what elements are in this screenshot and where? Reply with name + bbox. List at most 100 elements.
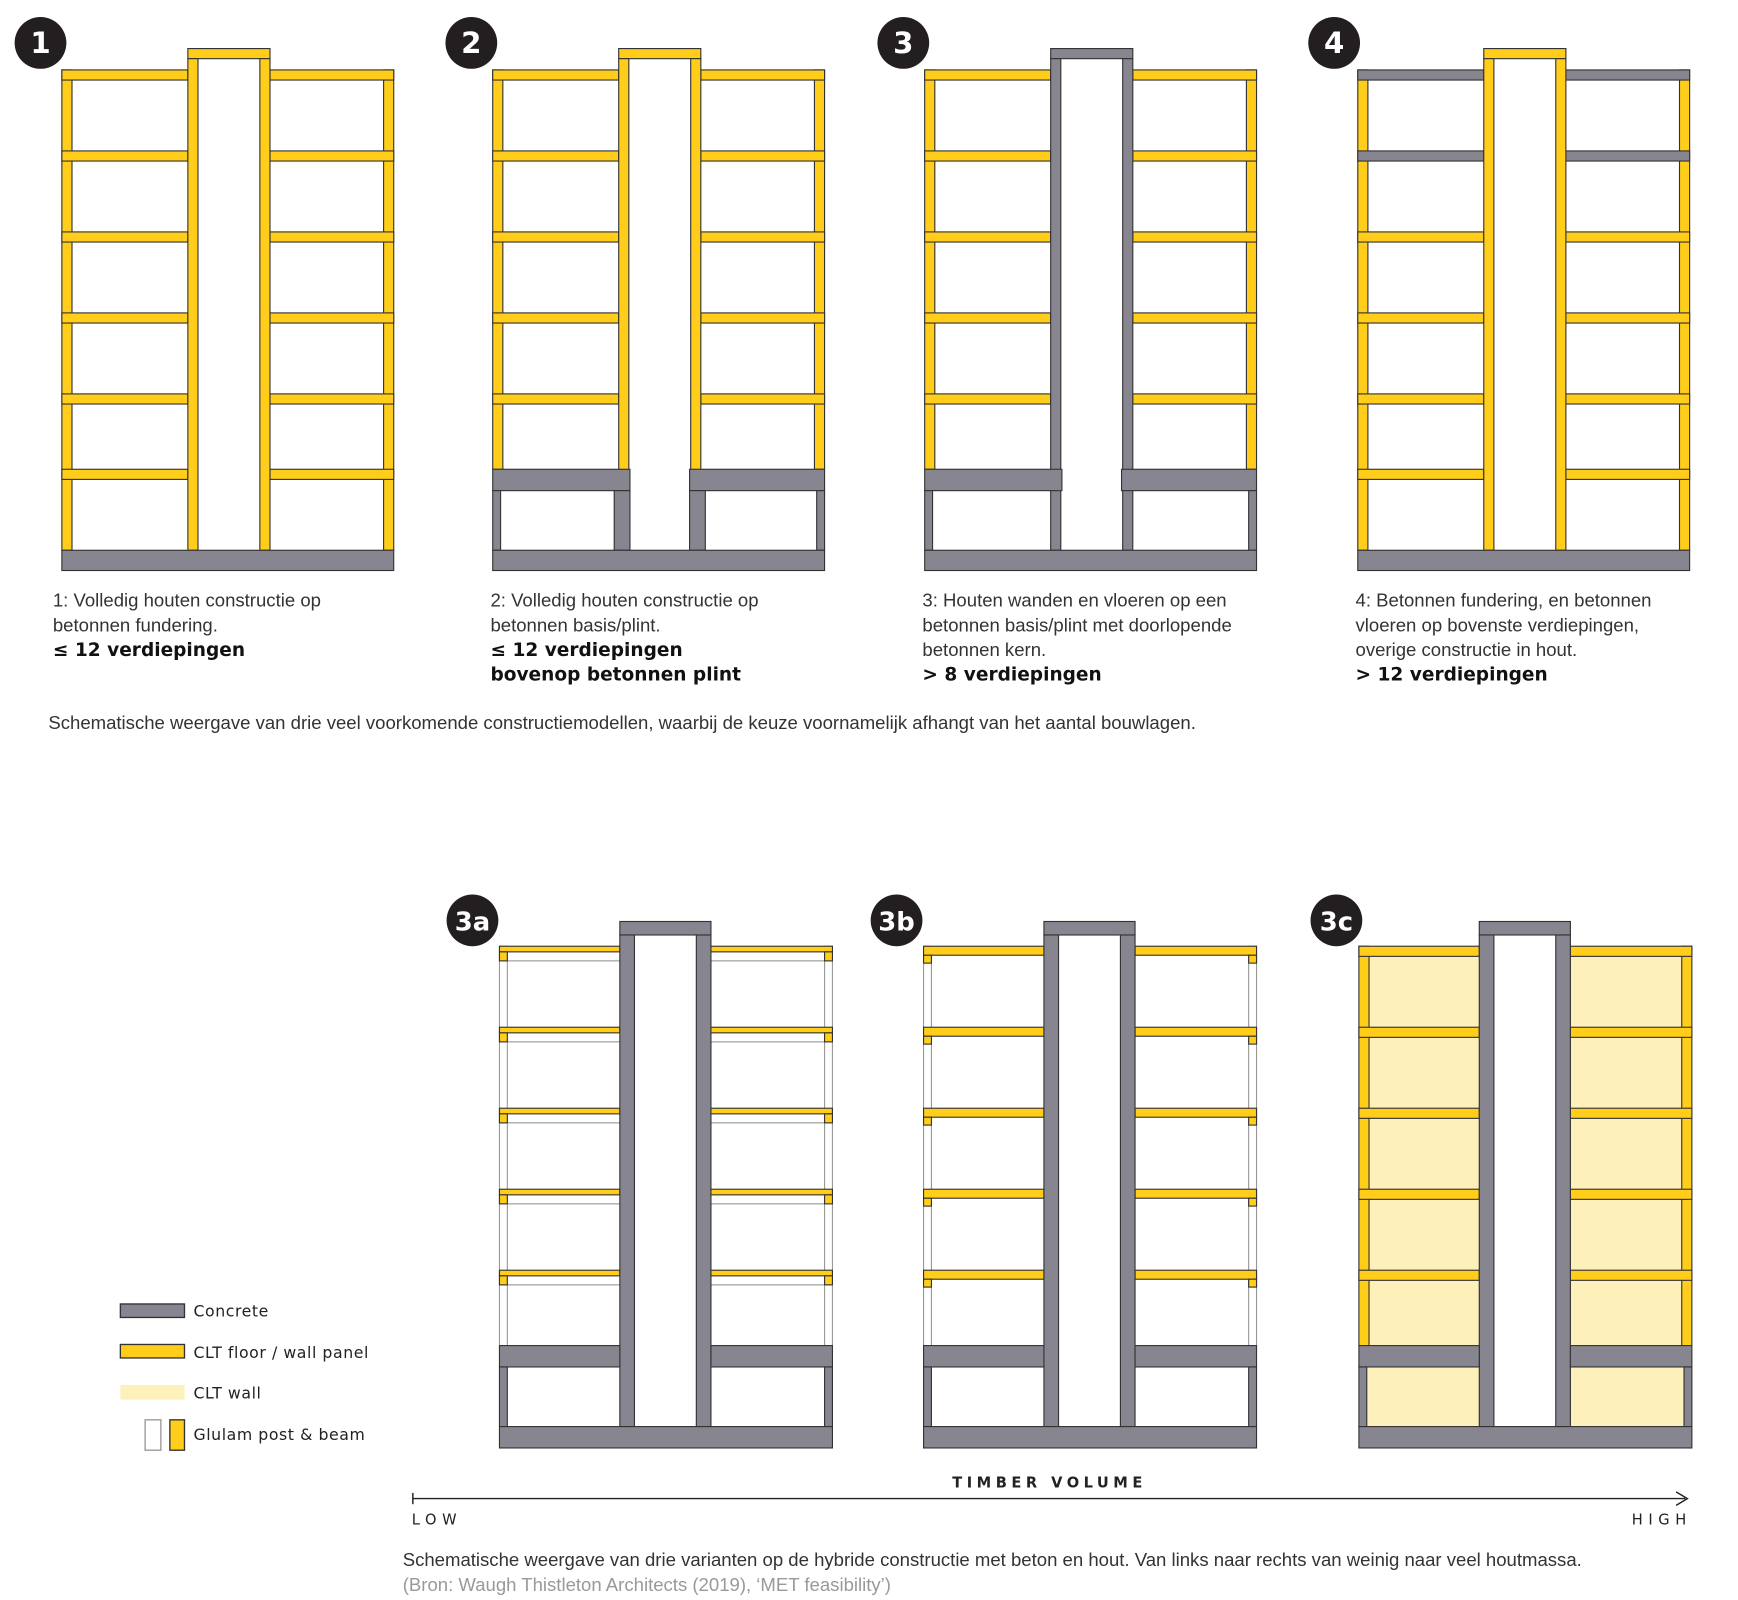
clt-floor (1569, 1026, 1693, 1038)
clt-floor (922, 1188, 1045, 1199)
clt-floor (1132, 312, 1258, 324)
caption-floors: bovenop betonnen plint (490, 665, 741, 686)
clt-floor (924, 69, 1052, 81)
clt-floor (492, 393, 620, 405)
concrete-floor (1357, 150, 1485, 162)
svg-text:1: 1 (30, 26, 50, 60)
glulam-post-block (1248, 1035, 1258, 1045)
concrete-podium (922, 1345, 1045, 1368)
concrete-podium (1120, 468, 1258, 492)
clt-floor (710, 1188, 834, 1196)
glulam-post-block (1248, 1116, 1258, 1126)
core-wall (259, 58, 271, 551)
caption-line: overige constructie in hout. (1356, 639, 1578, 660)
concrete-foundation (1357, 549, 1691, 572)
clt-floor (1134, 1107, 1258, 1118)
glulam-post-block (824, 1113, 834, 1124)
clt-floor (498, 1269, 621, 1277)
clt-floor (1358, 945, 1480, 957)
clt-floor (492, 312, 620, 324)
glulam-post-block (922, 954, 932, 964)
top-caption: Schematische weergave van drie veel voor… (48, 712, 1196, 733)
glulam-post-block (824, 951, 834, 962)
core-wall (187, 58, 199, 551)
clt-floor (1565, 231, 1691, 243)
glulam-post-block (824, 1194, 834, 1205)
concrete-core-base (689, 490, 706, 551)
clt-floor (1565, 393, 1691, 405)
concrete-post (924, 490, 934, 551)
concrete-floor (1357, 69, 1485, 81)
core-cap (618, 47, 702, 60)
clt-floor (1132, 69, 1258, 81)
clt-floor (1132, 150, 1258, 162)
clt-floor (61, 468, 189, 480)
building-4 (1357, 47, 1691, 572)
clt-floor (269, 312, 395, 324)
clt-floor (492, 231, 620, 243)
glulam-post-block (1248, 954, 1258, 964)
building-3 (924, 47, 1258, 572)
clt-floor (1134, 1026, 1258, 1037)
legend-label-clt-panel: CLT floor / wall panel (193, 1343, 368, 1362)
svg-text:2: 2 (461, 26, 481, 60)
concrete-post (922, 1366, 932, 1428)
clt-post (1681, 945, 1693, 1347)
concrete-foundation (1358, 1426, 1693, 1449)
badge-3a: 3a (446, 894, 499, 947)
legend-swatch-clt-panel (119, 1343, 186, 1359)
glulam-post (498, 945, 508, 1347)
clt-floor (61, 312, 189, 324)
core-cap (1043, 920, 1136, 936)
concrete-podium (924, 468, 1063, 492)
concrete-podium (1569, 1345, 1693, 1368)
source-credit: (Bron: Waugh Thistleton Architects (2019… (403, 1574, 891, 1595)
clt-floor (710, 1026, 834, 1034)
clt-floor (1565, 312, 1691, 324)
clt-floor (700, 69, 826, 81)
clt-floor (922, 1026, 1045, 1037)
caption-line: betonnen fundering. (53, 614, 218, 635)
concrete-podium (1134, 1345, 1258, 1368)
core-wall (619, 934, 636, 1428)
concrete-foundation (492, 549, 826, 572)
badge-3b: 3b (870, 894, 923, 947)
legend-swatch-glulam-yellow (169, 1419, 186, 1451)
caption-floors: > 8 verdiepingen (922, 665, 1101, 686)
clt-floor (700, 393, 826, 405)
core-cap (187, 47, 271, 60)
timber-volume-axis: TIMBER VOLUME LOW HIGH (412, 1474, 1692, 1528)
concrete-post (816, 490, 826, 551)
caption-4: 4: Betonnen fundering, en betonnen vloer… (1356, 590, 1652, 686)
badge-3: 3 (877, 17, 930, 69)
clt-floor (1134, 1188, 1258, 1199)
concrete-podium (710, 1345, 834, 1368)
concrete-foundation (61, 549, 395, 572)
concrete-foundation (922, 1426, 1258, 1449)
concrete-floor (1565, 150, 1691, 162)
badge-1: 1 (14, 17, 67, 69)
glulam-post (824, 945, 834, 1347)
caption-line: 2: Volledig houten constructie op (490, 590, 758, 611)
clt-floor (498, 1107, 621, 1115)
concrete-post (1248, 1366, 1258, 1428)
legend-swatch-concrete (119, 1303, 186, 1319)
building-3a (498, 920, 834, 1449)
clt-wall (1570, 1366, 1692, 1427)
clt-floor (1132, 231, 1258, 243)
clt-floor (1134, 945, 1258, 956)
clt-floor (61, 231, 189, 243)
caption-floors: ≤ 12 verdiepingen (53, 640, 245, 661)
caption-2: 2: Volledig houten constructie op betonn… (490, 590, 758, 686)
axis-title: TIMBER VOLUME (952, 1474, 1147, 1491)
clt-floor (61, 150, 189, 162)
clt-floor (700, 150, 826, 162)
clt-floor (492, 69, 620, 81)
axis-high-label: HIGH (1632, 1511, 1692, 1528)
badge-2: 2 (445, 17, 498, 69)
bottom-caption: Schematische weergave van drie varianten… (403, 1549, 1582, 1570)
clt-floor (710, 1269, 834, 1277)
caption-line: 3: Houten wanden en vloeren op een (922, 590, 1226, 611)
legend-swatch-glulam-white (144, 1419, 162, 1451)
legend-label-clt-wall: CLT wall (193, 1383, 261, 1402)
